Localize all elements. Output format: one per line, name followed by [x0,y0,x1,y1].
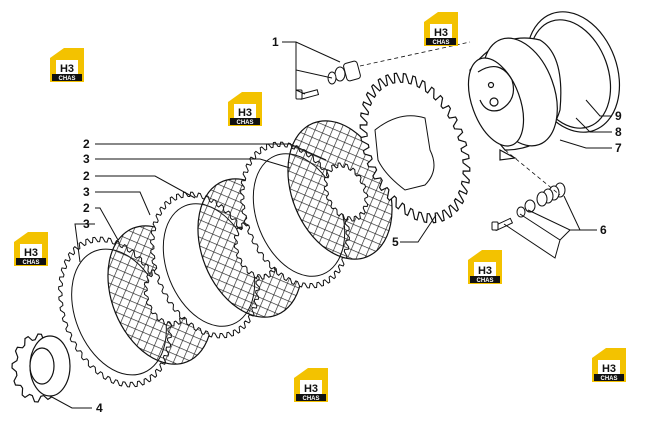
callout-9: 9 [615,109,622,123]
friction-plate-2a-inner-teeth [323,162,369,222]
callout-3a: 3 [83,152,90,166]
watermark-logos: H3 CHAS H3 CHAS H3 CHAS H3 CHAS H3 CHAS … [14,12,626,402]
svg-text:H3: H3 [434,27,448,39]
callout-2b: 2 [83,169,90,183]
part-4-splined-hub [11,333,71,403]
svg-text:CHAS: CHAS [236,120,253,126]
watermark-logo: H3 CHAS [50,48,84,82]
leader-lines [49,41,612,409]
svg-text:CHAS: CHAS [432,40,449,46]
callout-7: 7 [615,141,622,155]
svg-text:CHAS: CHAS [58,76,75,82]
callout-6: 6 [600,223,607,237]
part-6-spring-assembly [491,182,566,232]
alignment-lines [359,41,561,196]
callout-3c: 3 [83,217,90,231]
svg-text:CHAS: CHAS [476,278,493,284]
clutch-housing [467,11,621,161]
svg-text:CHAS: CHAS [600,376,617,382]
watermark-logo: H3 CHAS [228,92,262,126]
watermark-logo: H3 CHAS [592,348,626,382]
callout-2c: 2 [83,201,90,215]
svg-text:H3: H3 [478,265,492,277]
svg-text:H3: H3 [238,107,252,119]
svg-text:CHAS: CHAS [22,260,39,266]
svg-text:CHAS: CHAS [302,396,319,402]
watermark-logo: H3 CHAS [14,232,48,266]
callout-5: 5 [392,235,399,249]
watermark-logo: H3 CHAS [294,368,328,402]
part-5-drive-gear [359,72,471,224]
gear-group [58,72,471,388]
callout-1: 1 [272,35,279,49]
watermark-logo: H3 CHAS [468,250,502,284]
watermark-logo: H3 CHAS [424,12,458,46]
callout-2a: 2 [83,137,90,151]
callout-3b: 3 [83,185,90,199]
part-5-cutout [374,115,435,191]
svg-text:H3: H3 [24,247,38,259]
callout-4: 4 [96,401,103,415]
svg-text:H3: H3 [304,383,318,395]
svg-text:H3: H3 [602,363,616,375]
part-1-hardware [295,60,361,100]
svg-text:H3: H3 [60,63,74,75]
callout-8: 8 [615,125,622,139]
callout-labels: 1 2 3 2 3 2 3 4 5 6 7 8 9 [83,35,622,415]
